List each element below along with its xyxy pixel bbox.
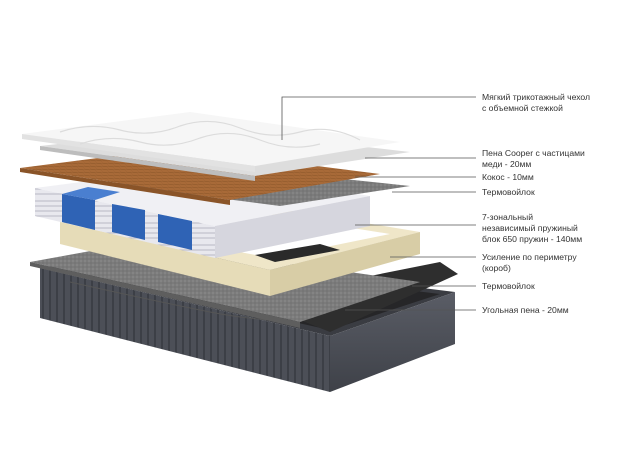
label-felt-lower: Термовойлок bbox=[482, 281, 535, 291]
label-perimeter-frame: Усиление по периметру (короб) bbox=[482, 252, 577, 273]
label-charcoal-foam: Угольная пена - 20мм bbox=[482, 305, 569, 315]
callout-lines bbox=[281, 96, 476, 311]
label-spring-block: 7-зональный независимый пружиный блок 65… bbox=[482, 212, 583, 244]
coconut-layer bbox=[20, 148, 380, 205]
callout-line-cover bbox=[281, 96, 476, 140]
label-copper-foam: Пена Cooper с частицами меди - 20мм bbox=[482, 148, 585, 169]
cover-layer bbox=[22, 112, 400, 172]
label-felt-upper: Термовойлок bbox=[482, 187, 535, 197]
label-cover: Мягкий трикотажный чехол с объемной стеж… bbox=[482, 92, 591, 113]
label-coconut: Кокос - 10мм bbox=[482, 172, 534, 182]
